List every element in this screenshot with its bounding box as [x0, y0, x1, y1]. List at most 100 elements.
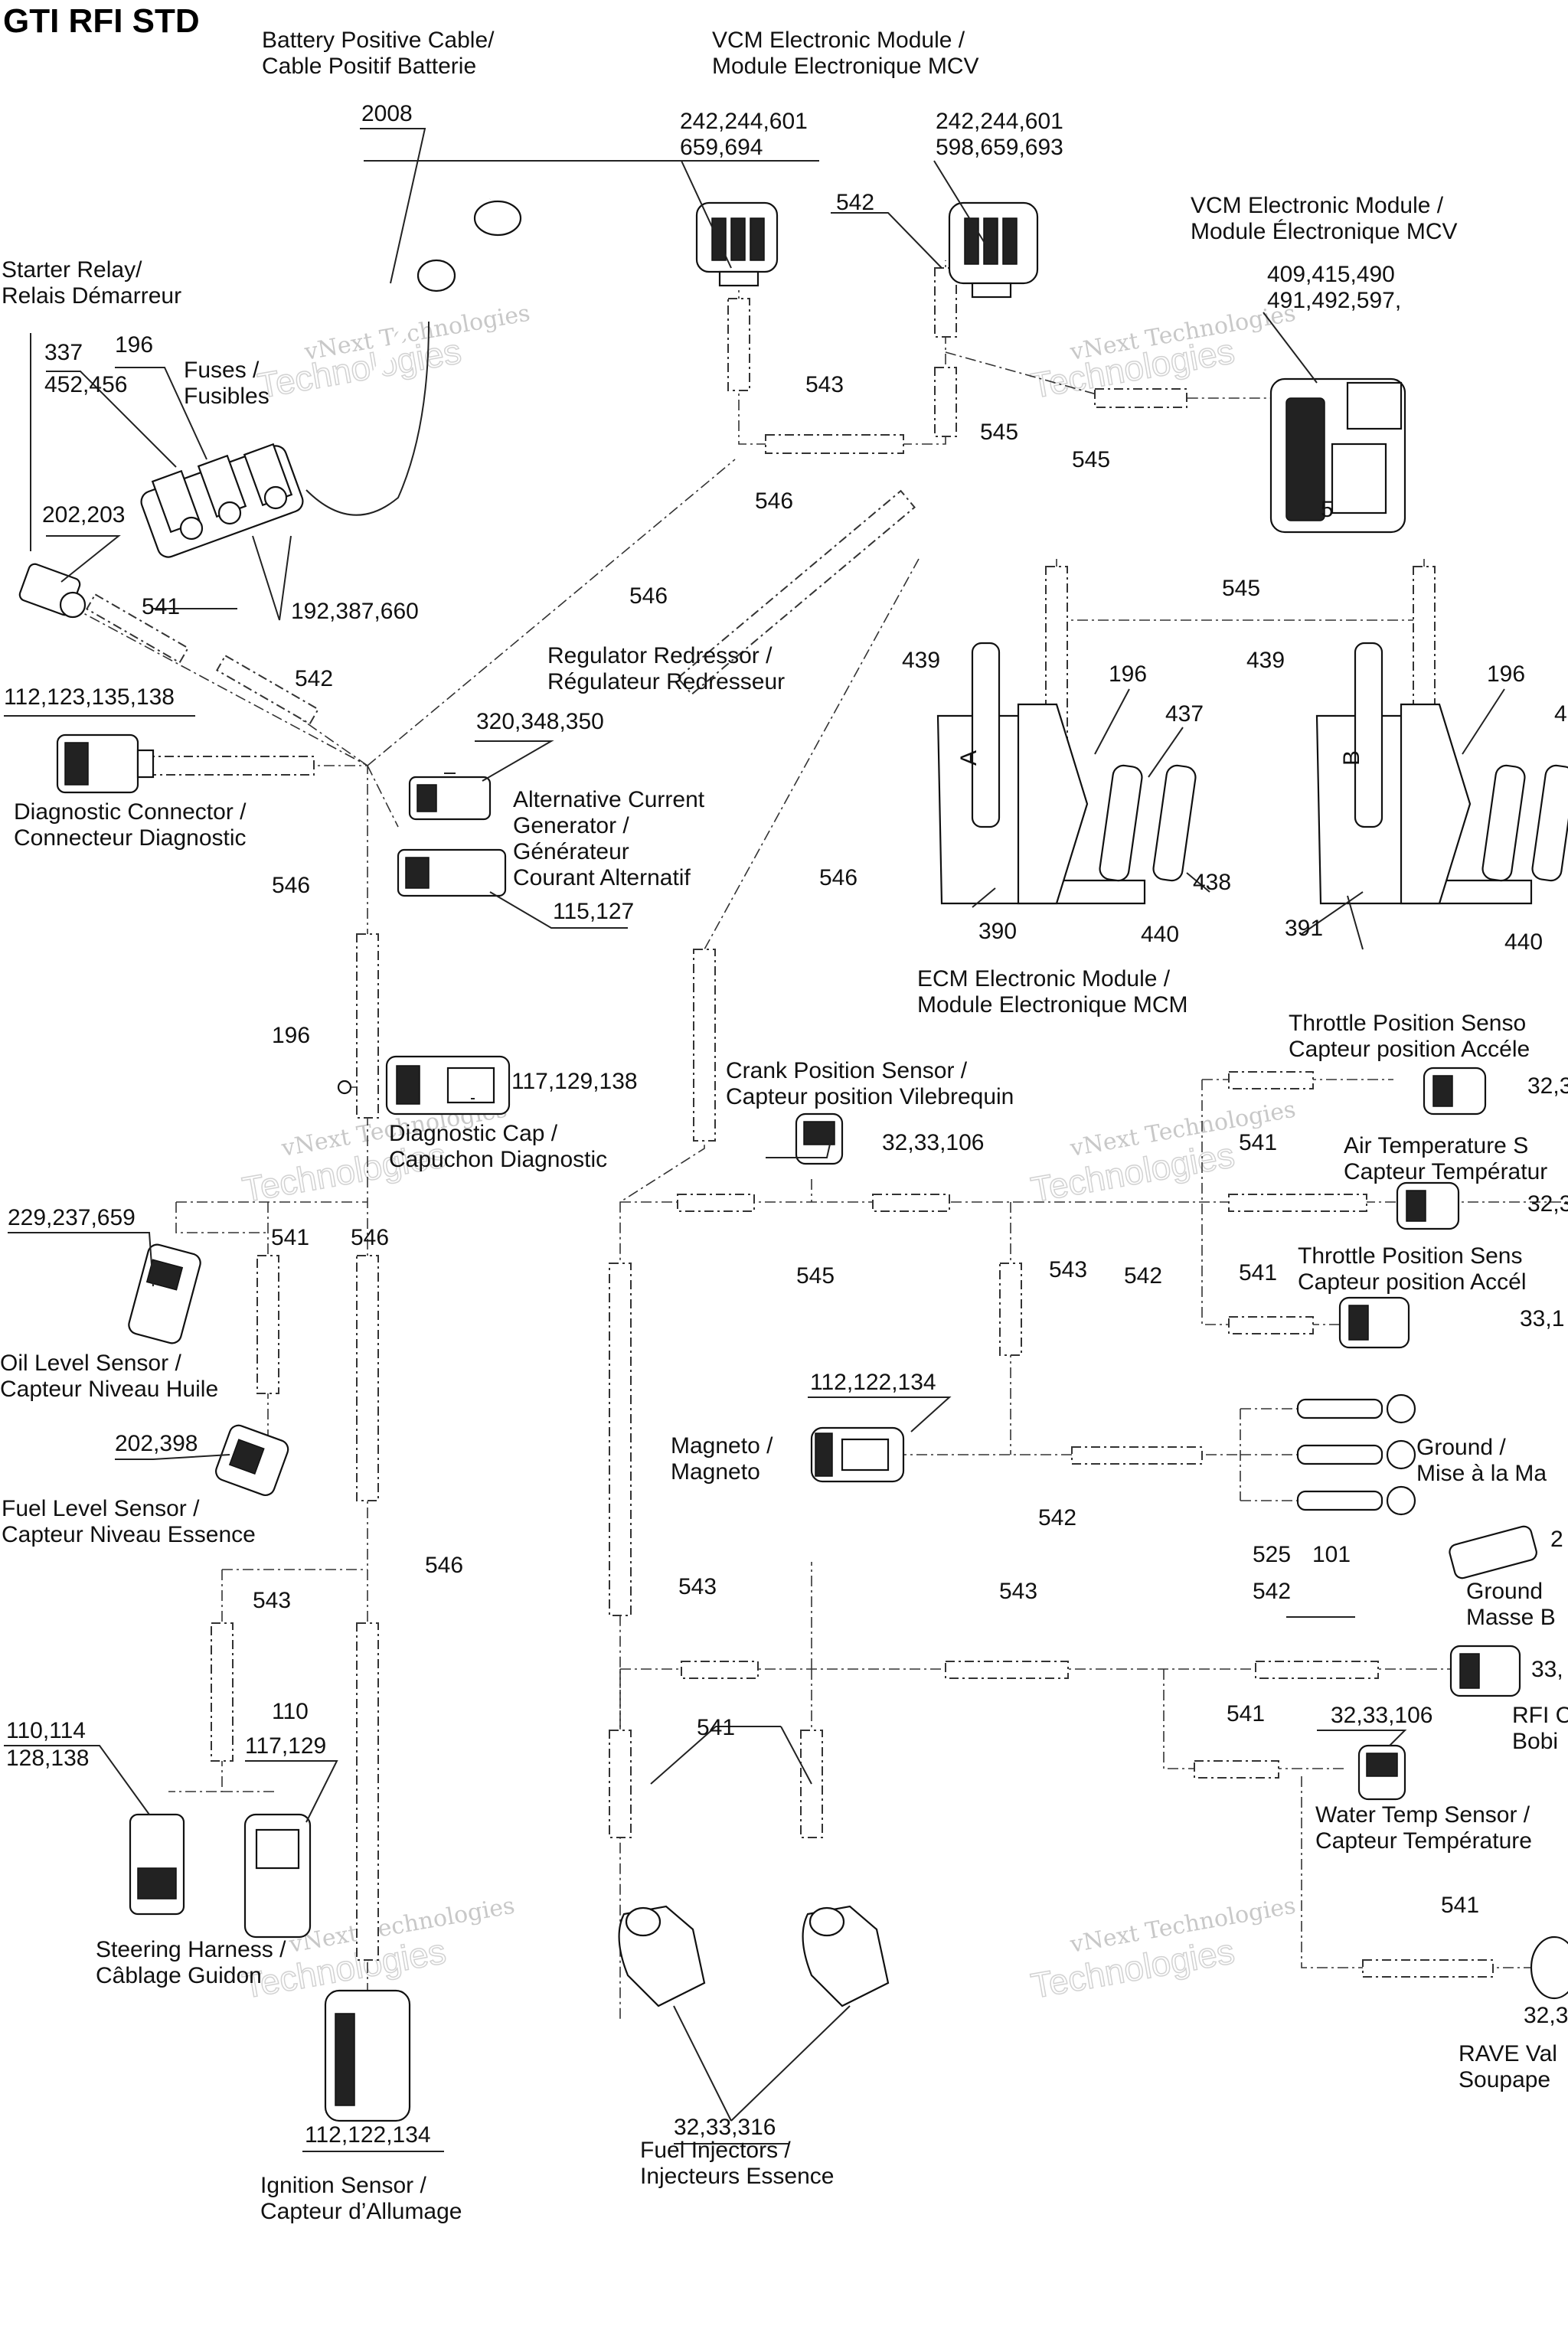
- harness-ref: 546: [819, 865, 858, 890]
- diagnostic-cap-label: Diagnostic Cap /: [389, 1121, 558, 1146]
- fuel-injector-left-icon: [618, 1905, 706, 2007]
- water-temp-sensor-label: Water Temp Sensor /: [1315, 1802, 1530, 1828]
- part-ref: 32,33,106: [1331, 1703, 1432, 1728]
- fuel-level-sensor-label: Fuel Level Sensor /: [2, 1496, 200, 1521]
- rfi-coil-label: RFI C: [1512, 1703, 1568, 1728]
- water-temp-sensor-icon: [1357, 1744, 1406, 1801]
- part-ref: 491,492,597,: [1267, 288, 1401, 313]
- air-temp-sensor-label: Capteur Températur: [1344, 1159, 1547, 1184]
- diagnostic-connector-label: Diagnostic Connector /: [14, 799, 247, 825]
- starter-relay-label: Relais Démarreur: [2, 283, 181, 309]
- harness-ref: 542: [1038, 1505, 1076, 1530]
- throttle-sensor-label: Throttle Position Senso: [1289, 1011, 1526, 1036]
- diagnostic-connector-label: Connecteur Diagnostic: [14, 825, 247, 851]
- alternator-connector-icon: [397, 776, 507, 897]
- part-ref: 112,122,134: [305, 2122, 431, 2148]
- part-ref: 390: [978, 919, 1017, 944]
- harness-ref: 546: [755, 488, 793, 514]
- part-ref: 440: [1141, 922, 1179, 947]
- part-ref: 110,114: [6, 1718, 86, 1743]
- vcm-connector-right-icon: [948, 201, 1039, 299]
- steering-harness-label: Steering Harness /: [96, 1937, 286, 1962]
- oil-level-sensor-label: Oil Level Sensor /: [0, 1351, 181, 1376]
- part-ref: 115,127: [553, 899, 634, 924]
- ecm-b-letter: B: [1339, 750, 1364, 766]
- harness-ref: 546: [272, 873, 310, 898]
- diagnostic-cap-label: Capuchon Diagnostic: [389, 1147, 607, 1172]
- battery-cable-label: Battery Positive Cable/: [262, 28, 495, 53]
- magneto-icon: [810, 1426, 905, 1483]
- harness-ref: 543: [1049, 1257, 1087, 1282]
- diagnostic-connector-icon: [56, 733, 155, 794]
- part-ref: 117,129,138: [511, 1069, 638, 1094]
- fuses-label: Fuses /: [184, 358, 260, 383]
- regulator-label: Regulator Redressor /: [547, 643, 773, 668]
- ground-label: Ground /: [1416, 1435, 1506, 1460]
- vcm-module-icon: 5: [1269, 377, 1406, 534]
- part-ref: 438: [1193, 870, 1231, 895]
- alternator-label: Alternative Current: [513, 787, 705, 812]
- harness-ref: 542: [1124, 1263, 1162, 1289]
- ecm-module-label: ECM Electronic Module /: [917, 966, 1171, 991]
- part-ref: 659,694: [680, 135, 763, 160]
- fuses-label: Fusibles: [184, 384, 270, 409]
- fuel-injectors-label: Fuel Injectors /: [640, 2138, 791, 2163]
- fuses-icon: [140, 443, 304, 558]
- ecm-module-label: Module Electronique MCM: [917, 992, 1187, 1018]
- fuel-injectors-label: Injecteurs Essence: [640, 2164, 834, 2189]
- part-reference-numbers: 2008 337 452,456 196 202,203 192,387,660…: [4, 101, 1568, 2148]
- vcm-module-label: VCM Electronic Module /: [1191, 193, 1444, 218]
- harness-ref: 542: [836, 190, 874, 215]
- page-title: GTI RFI STD: [3, 2, 200, 40]
- ground-2-label: Masse B: [1466, 1605, 1556, 1630]
- part-ref: 32,3: [1524, 2003, 1568, 2028]
- diagnostic-cap-icon: [337, 1055, 511, 1116]
- part-ref: 112,123,135,138: [4, 684, 175, 710]
- oil-level-sensor-label: Capteur Niveau Huile: [0, 1377, 218, 1402]
- starter-relay-label: Starter Relay/: [2, 257, 142, 283]
- ground-2-connector-icon: [1449, 1525, 1537, 1579]
- ground-terminals-icon: [1296, 1393, 1416, 1516]
- part-ref: 32,3: [1527, 1073, 1568, 1099]
- part-ref: 202,203: [42, 502, 125, 528]
- harness-ref: 543: [805, 372, 844, 397]
- fuel-injector-right-icon: [802, 1905, 890, 2007]
- part-ref: 196: [1109, 662, 1147, 687]
- ecm-module-b-icon: B: [1315, 642, 1568, 905]
- part-ref: 32,33,106: [882, 1130, 984, 1155]
- starter-relay-icon: [18, 563, 87, 619]
- part-ref: 33,1: [1520, 1306, 1564, 1331]
- harness-ref: 541: [271, 1225, 309, 1250]
- steering-harness-icon: [129, 1813, 312, 1939]
- harness-ref: 546: [425, 1553, 463, 1578]
- part-ref: 598,659,693: [936, 135, 1063, 160]
- harness-ref: 542: [295, 666, 333, 691]
- harness-ref: 542: [1253, 1579, 1291, 1604]
- harness-ref: 541: [697, 1715, 735, 1740]
- throttle-sensor-label: Capteur position Accéle: [1289, 1037, 1530, 1062]
- ground-label: Mise à la Ma: [1416, 1461, 1547, 1486]
- part-ref: 110: [272, 1699, 309, 1724]
- vcm-module-number: 5: [1321, 497, 1334, 522]
- harness-ref: 541: [1441, 1893, 1479, 1918]
- rfi-coil-connector-icon: [1449, 1645, 1521, 1697]
- part-ref: 101: [1312, 1542, 1351, 1567]
- rfi-coil-label: Bobi: [1512, 1729, 1558, 1754]
- vcm-module-label: Module Electronique MCV: [712, 54, 979, 79]
- harness-ref: 543: [999, 1579, 1037, 1604]
- battery-cable-label: Cable Positif Batterie: [262, 54, 476, 79]
- water-temp-sensor-label: Capteur Température: [1315, 1828, 1532, 1854]
- magneto-label: Magneto: [671, 1459, 760, 1485]
- battery-cable-icon: [286, 196, 522, 516]
- part-ref: 242,244,601: [680, 109, 808, 134]
- part-ref: 32,3: [1527, 1191, 1568, 1217]
- part-ref: 440: [1504, 929, 1543, 955]
- component-labels: Battery Positive Cable/ Cable Positif Ba…: [0, 28, 1568, 2224]
- part-ref: 128,138: [6, 1746, 89, 1771]
- part-ref: 525: [1253, 1542, 1291, 1567]
- harness-ref: 545: [980, 420, 1018, 445]
- crank-sensor-icon: [795, 1112, 844, 1165]
- part-ref: 202,398: [115, 1431, 198, 1456]
- part-ref: 112,122,134: [810, 1370, 936, 1395]
- part-ref: 2: [1550, 1527, 1563, 1552]
